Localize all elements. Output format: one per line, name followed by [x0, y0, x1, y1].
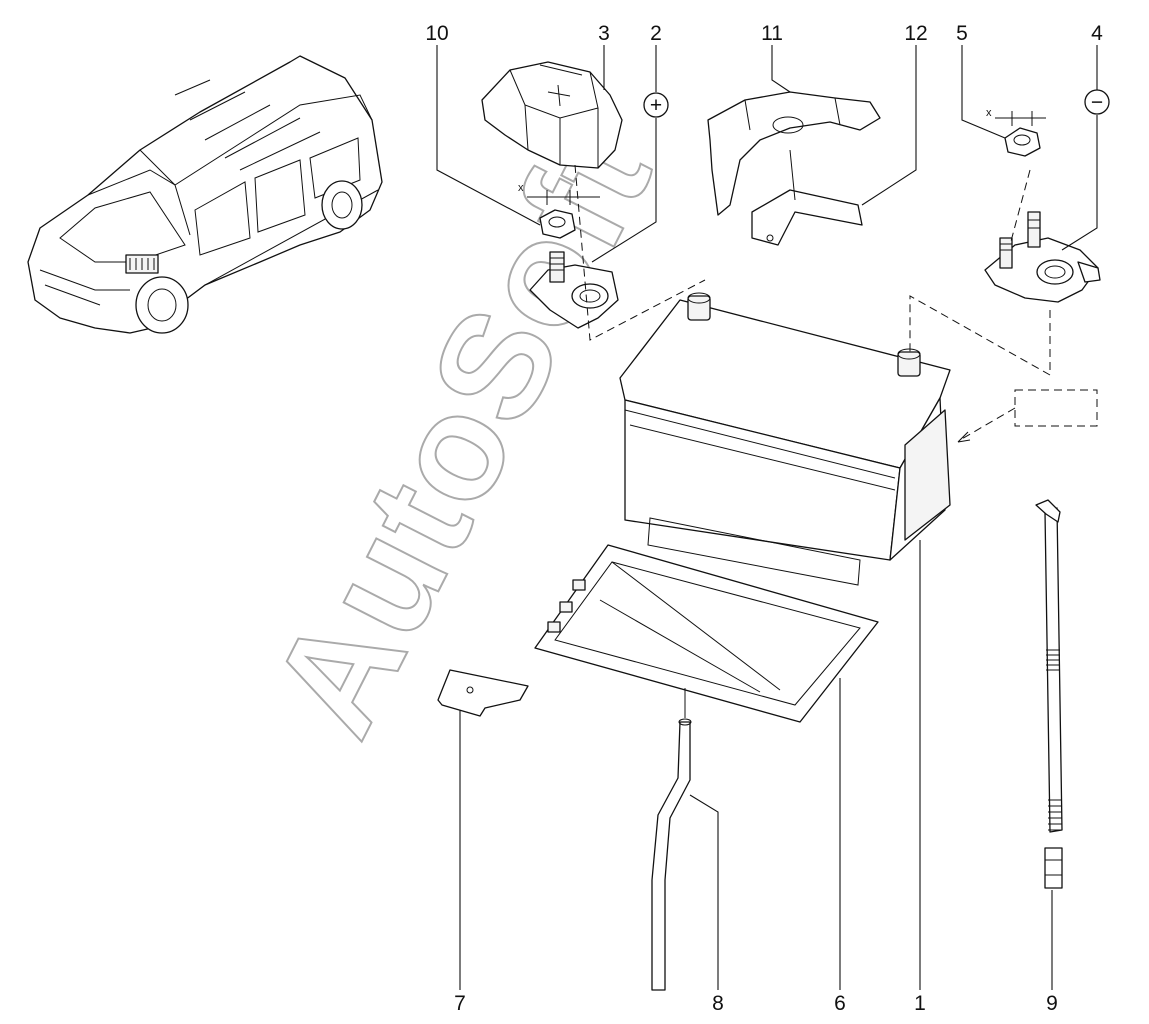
terminal-nut-negative: [1004, 127, 1041, 157]
callout-10: 10: [425, 22, 448, 45]
dimension-x-label-left: x: [518, 182, 524, 194]
positive-symbol: +: [643, 92, 669, 118]
positive-symbol-text: +: [650, 94, 662, 117]
reference-box: [1014, 389, 1098, 427]
callout-5: 5: [956, 22, 968, 45]
assembly-line-positive: [574, 164, 706, 341]
positive-terminal-cover: [481, 61, 623, 169]
vehicle-illustration: [27, 55, 383, 334]
cable-bracket: [707, 91, 881, 216]
callout-7: 7: [454, 992, 466, 1015]
leader-lines: [436, 45, 1098, 990]
hold-down-clamp: [437, 669, 529, 717]
callout-3: 3: [598, 22, 610, 45]
callout-2: 2: [650, 22, 662, 45]
hold-down-rod: [1035, 499, 1063, 889]
battery-tray: [534, 544, 879, 723]
terminal-nut-positive: [539, 209, 576, 239]
callout-1: 1: [914, 992, 926, 1015]
callout-4: 4: [1091, 22, 1103, 45]
callout-11: 11: [761, 22, 783, 45]
positive-terminal-clamp: [529, 251, 619, 329]
dimension-x-right: x: [986, 107, 1046, 126]
callout-8: 8: [712, 992, 724, 1015]
assembly-line-negative: [909, 169, 1051, 376]
callout-9: 9: [1046, 992, 1058, 1015]
negative-symbol-text: −: [1091, 91, 1103, 114]
negative-symbol: −: [1084, 89, 1110, 115]
battery: [619, 292, 951, 586]
dimension-x-label-right: x: [986, 107, 992, 119]
callout-6: 6: [834, 992, 846, 1015]
mounting-plate: [751, 149, 863, 246]
vent-hose: [651, 688, 692, 991]
negative-terminal-clamp: [984, 211, 1101, 303]
reference-arrow: [959, 407, 1016, 441]
reference-arrow-head: [957, 431, 971, 443]
dimension-x-left: x: [518, 182, 600, 205]
callout-12: 12: [904, 22, 927, 45]
